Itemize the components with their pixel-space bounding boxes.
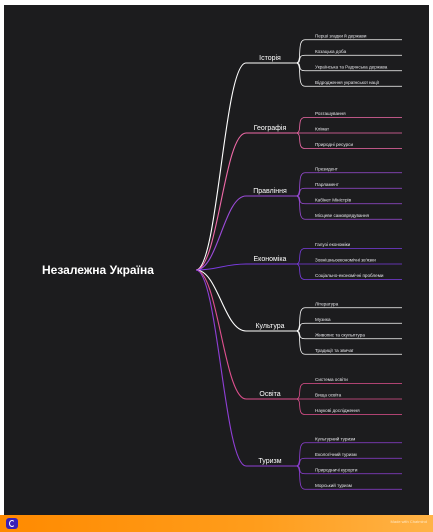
child-connector: [295, 442, 402, 467]
subtopic-кабінет-міністрів[interactable]: Кабінет Міністрів: [315, 197, 352, 202]
branch-connector: [195, 263, 247, 271]
child-connector: [295, 172, 402, 197]
subtopic-музика[interactable]: Музика: [315, 317, 331, 322]
subtopic-українська-та-радянська-держава[interactable]: Українська та Радянська держава: [315, 64, 388, 69]
child-connector: [295, 187, 402, 197]
child-connector: [295, 383, 402, 400]
branch-культура[interactable]: Культура: [255, 323, 284, 330]
child-connector: [295, 132, 402, 149]
branch-економіка[interactable]: Економіка: [254, 255, 287, 263]
child-connector: [295, 39, 402, 64]
subtopic-культурний-туризм[interactable]: Культурний туризм: [315, 435, 355, 441]
subtopic-клімат[interactable]: Клімат: [315, 127, 330, 132]
branch-історія[interactable]: Історія: [259, 54, 281, 62]
child-connector: [295, 248, 402, 265]
subtopic-перші-згадки-й-держави[interactable]: Перші згадки й держави: [315, 32, 367, 38]
subtopic-морський-туризм[interactable]: Морський туризм: [315, 482, 352, 488]
subtopic-галузі-економіки[interactable]: Галузі економіки: [315, 242, 351, 247]
subtopic-відродження-української-нації[interactable]: Відродження української нації: [315, 80, 380, 85]
chatmind-logo-icon[interactable]: [6, 518, 18, 529]
subtopic-місцеве-самоврядування[interactable]: Місцеве самоврядування: [315, 213, 369, 218]
root-topic[interactable]: Незалежна Україна: [42, 263, 154, 277]
branch-правління[interactable]: Правління: [253, 187, 287, 195]
branch-connector: [195, 269, 247, 467]
branch-connector: [195, 269, 247, 332]
subtopic-природничі-курорти[interactable]: Природничі курорти: [315, 467, 358, 472]
child-connector: [295, 263, 402, 280]
child-connector: [295, 398, 402, 415]
subtopic-вища-освіта[interactable]: Вища освіта: [315, 393, 342, 398]
branch-освіта[interactable]: Освіта: [259, 390, 280, 398]
branch-connector: [195, 269, 247, 400]
subtopic-соціально-економічні-проблеми[interactable]: Соціально-економічні проблеми: [315, 273, 384, 278]
subtopic-президент[interactable]: Президент: [315, 166, 339, 171]
child-connector: [295, 457, 402, 467]
child-connector: [295, 62, 402, 87]
subtopic-екологічний-туризм[interactable]: Екологічний туризм: [315, 451, 357, 457]
subtopic-козацька-доба[interactable]: Козацька доба: [315, 49, 347, 54]
mindmap-canvas: Незалежна Україна Історія Перші згадки й д…: [4, 5, 429, 515]
subtopic-розташування[interactable]: Розташування: [315, 111, 346, 116]
child-connector: [295, 307, 402, 332]
branch-connector: [195, 195, 247, 271]
subtopic-зовнішньоекономічні-зв-язки[interactable]: Зовнішньоекономічні зв'язки: [315, 258, 376, 263]
subtopic-природні-ресурси[interactable]: Природні ресурси: [315, 142, 353, 147]
footer-credit: Made with Chatmind: [390, 519, 427, 524]
child-connector: [295, 54, 402, 64]
subtopic-система-освіти[interactable]: Система освіти: [315, 377, 348, 382]
branch-географія[interactable]: Географія: [254, 124, 287, 132]
child-connector: [295, 465, 402, 490]
mindmap-diagram: Незалежна Україна Історія Перші згадки й д…: [42, 32, 402, 490]
child-connector: [295, 195, 402, 220]
subtopic-традиції-та-звичаї[interactable]: Традиції та звичаї: [315, 348, 354, 353]
subtopic-література[interactable]: Література: [315, 301, 339, 306]
subtopic-живопис-та-скульптура[interactable]: Живопис та скульптура: [315, 332, 365, 337]
subtopic-наукові-дослідження[interactable]: Наукові дослідження: [315, 408, 360, 413]
branch-connector: [195, 132, 247, 271]
child-connector: [295, 117, 402, 134]
branch-connector: [195, 62, 247, 271]
subtopic-парламент[interactable]: Парламент: [315, 182, 340, 187]
branch-туризм[interactable]: Туризм: [258, 458, 281, 465]
child-connector: [295, 330, 402, 355]
footer-bar: Made with Chatmind: [0, 515, 433, 532]
child-connector: [295, 322, 402, 332]
